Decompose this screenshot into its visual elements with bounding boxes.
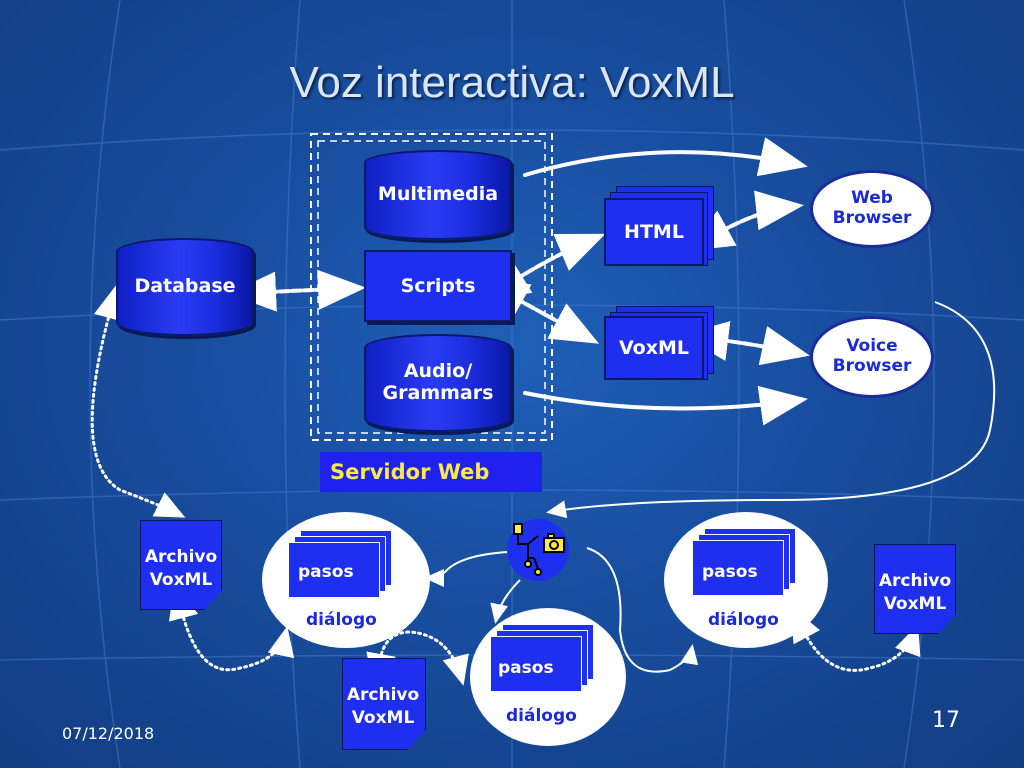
steps-label-right: pasos <box>702 562 758 582</box>
web-server-label: Servidor Web <box>320 452 542 492</box>
scripts-box: Scripts <box>364 250 512 322</box>
grammars-label: Grammars <box>382 382 494 404</box>
html-label: HTML <box>604 198 704 266</box>
dialog-label-middle: diálogo <box>506 706 577 726</box>
voice-browser-line2: Browser <box>832 356 912 376</box>
voice-browser-line1: Voice <box>846 336 898 357</box>
slide-number: 17 <box>932 708 960 733</box>
database-label: Database <box>134 275 236 298</box>
steps-label-left: pasos <box>298 562 354 582</box>
voxml-file-right <box>874 544 956 634</box>
slide-date: 07/12/2018 <box>62 724 155 743</box>
web-browser-line1: Web <box>851 188 893 209</box>
scripts-label: Scripts <box>400 275 476 297</box>
voice-browser-node: Voice Browser <box>810 316 934 398</box>
multimedia-cylinder: Multimedia <box>364 150 512 240</box>
steps-label-middle: pasos <box>498 658 554 678</box>
audio-grammars-cylinder: Audio/ Grammars <box>364 334 512 432</box>
voxml-file-middle <box>342 658 426 750</box>
voxml-label: VoxML <box>604 316 704 380</box>
web-browser-node: Web Browser <box>810 170 934 248</box>
audio-label: Audio/ <box>403 360 473 383</box>
telephony-node-icon <box>507 519 569 581</box>
database-cylinder: Database <box>116 238 254 336</box>
slide-title: Voz interactiva: VoxML <box>289 58 735 107</box>
voxml-file-left <box>140 520 222 610</box>
dialog-label-right: diálogo <box>708 610 779 630</box>
multimedia-label: Multimedia <box>377 183 499 206</box>
web-browser-line2: Browser <box>832 208 912 228</box>
dialog-label-left: diálogo <box>306 610 377 630</box>
